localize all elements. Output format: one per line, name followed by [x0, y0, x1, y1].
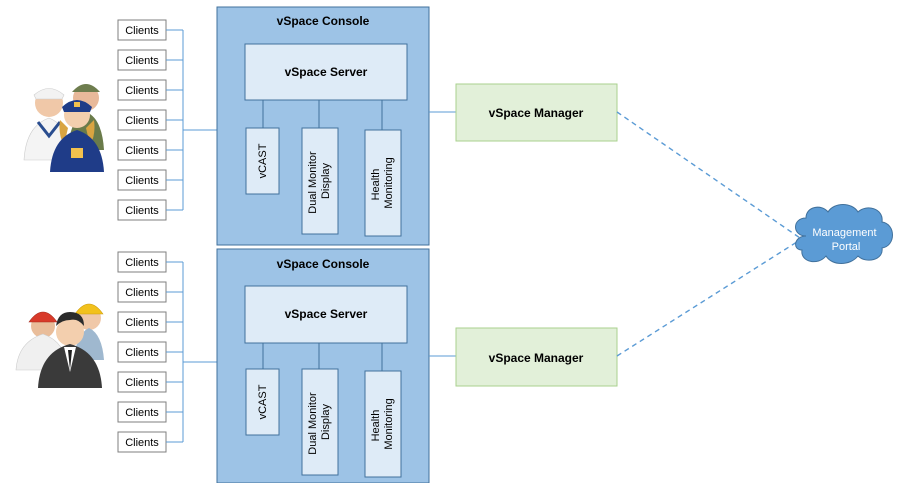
client-box: Clients [117, 79, 167, 101]
client-list: ClientsClientsClientsClientsClientsClien… [117, 19, 167, 221]
health-monitoring-module [364, 370, 402, 478]
client-box: Clients [117, 169, 167, 191]
server-module-links [262, 343, 383, 371]
vcast-module [245, 368, 280, 436]
server-label: vSpace Server [285, 65, 368, 79]
client-box: Clients [117, 431, 167, 453]
vspace-manager-box [455, 327, 618, 387]
dual-monitor-module [301, 127, 339, 235]
client-label: Clients [125, 205, 159, 217]
client-label: Clients [125, 287, 159, 299]
group-1: ClientsClientsClientsClientsClientsClien… [23, 6, 618, 246]
client-label: Clients [125, 115, 159, 127]
portal-label: Management Portal [812, 227, 879, 253]
vcast-label: vCAST [257, 384, 269, 419]
client-label: Clients [125, 85, 159, 97]
client-box: Clients [117, 139, 167, 161]
vspace-server-box [244, 43, 408, 101]
client-label: Clients [125, 175, 159, 187]
console-title: vSpace Console [277, 257, 370, 271]
client-box: Clients [117, 19, 167, 41]
users-group-icon [23, 84, 104, 172]
client-label: Clients [125, 407, 159, 419]
vspace-server-box [244, 285, 408, 344]
client-list: ClientsClientsClientsClientsClientsClien… [117, 251, 167, 453]
client-label: Clients [125, 145, 159, 157]
client-label: Clients [125, 55, 159, 67]
client-box: Clients [117, 341, 167, 363]
manager-label: vSpace Manager [489, 106, 584, 120]
manager-1-portal-link [616, 111, 801, 239]
client-box: Clients [117, 49, 167, 71]
manager-label: vSpace Manager [489, 351, 584, 365]
client-box: Clients [117, 281, 167, 303]
server-module-links [262, 100, 383, 130]
health-monitoring-label: Health Monitoring [370, 157, 395, 208]
client-connectors [166, 29, 217, 211]
manager-2-portal-link [616, 239, 801, 357]
workers-group-icon [15, 303, 104, 388]
dual-monitor-label: Dual Monitor Display [307, 148, 332, 213]
health-monitoring-label: Health Monitoring [370, 398, 395, 449]
dual-monitor-label: Dual Monitor Display [307, 389, 332, 454]
client-box: Clients [117, 199, 167, 221]
dual-monitor-module [301, 368, 339, 476]
client-box: Clients [117, 251, 167, 273]
client-label: Clients [125, 317, 159, 329]
client-label: Clients [125, 25, 159, 37]
health-monitoring-module [364, 129, 402, 237]
client-label: Clients [125, 347, 159, 359]
vspace-manager-box [455, 83, 618, 142]
vcast-module [245, 127, 280, 195]
dashed-links [616, 111, 801, 357]
group-2: ClientsClientsClientsClientsClientsClien… [15, 248, 618, 483]
client-connectors [166, 261, 217, 443]
client-box: Clients [117, 311, 167, 333]
client-box: Clients [117, 109, 167, 131]
vcast-label: vCAST [257, 143, 269, 178]
client-label: Clients [125, 377, 159, 389]
console-title: vSpace Console [277, 14, 370, 28]
client-label: Clients [125, 257, 159, 269]
client-box: Clients [117, 401, 167, 423]
server-label: vSpace Server [285, 307, 368, 321]
management-portal-cloud-icon: Management Portal [795, 204, 893, 264]
client-label: Clients [125, 437, 159, 449]
client-box: Clients [117, 371, 167, 393]
